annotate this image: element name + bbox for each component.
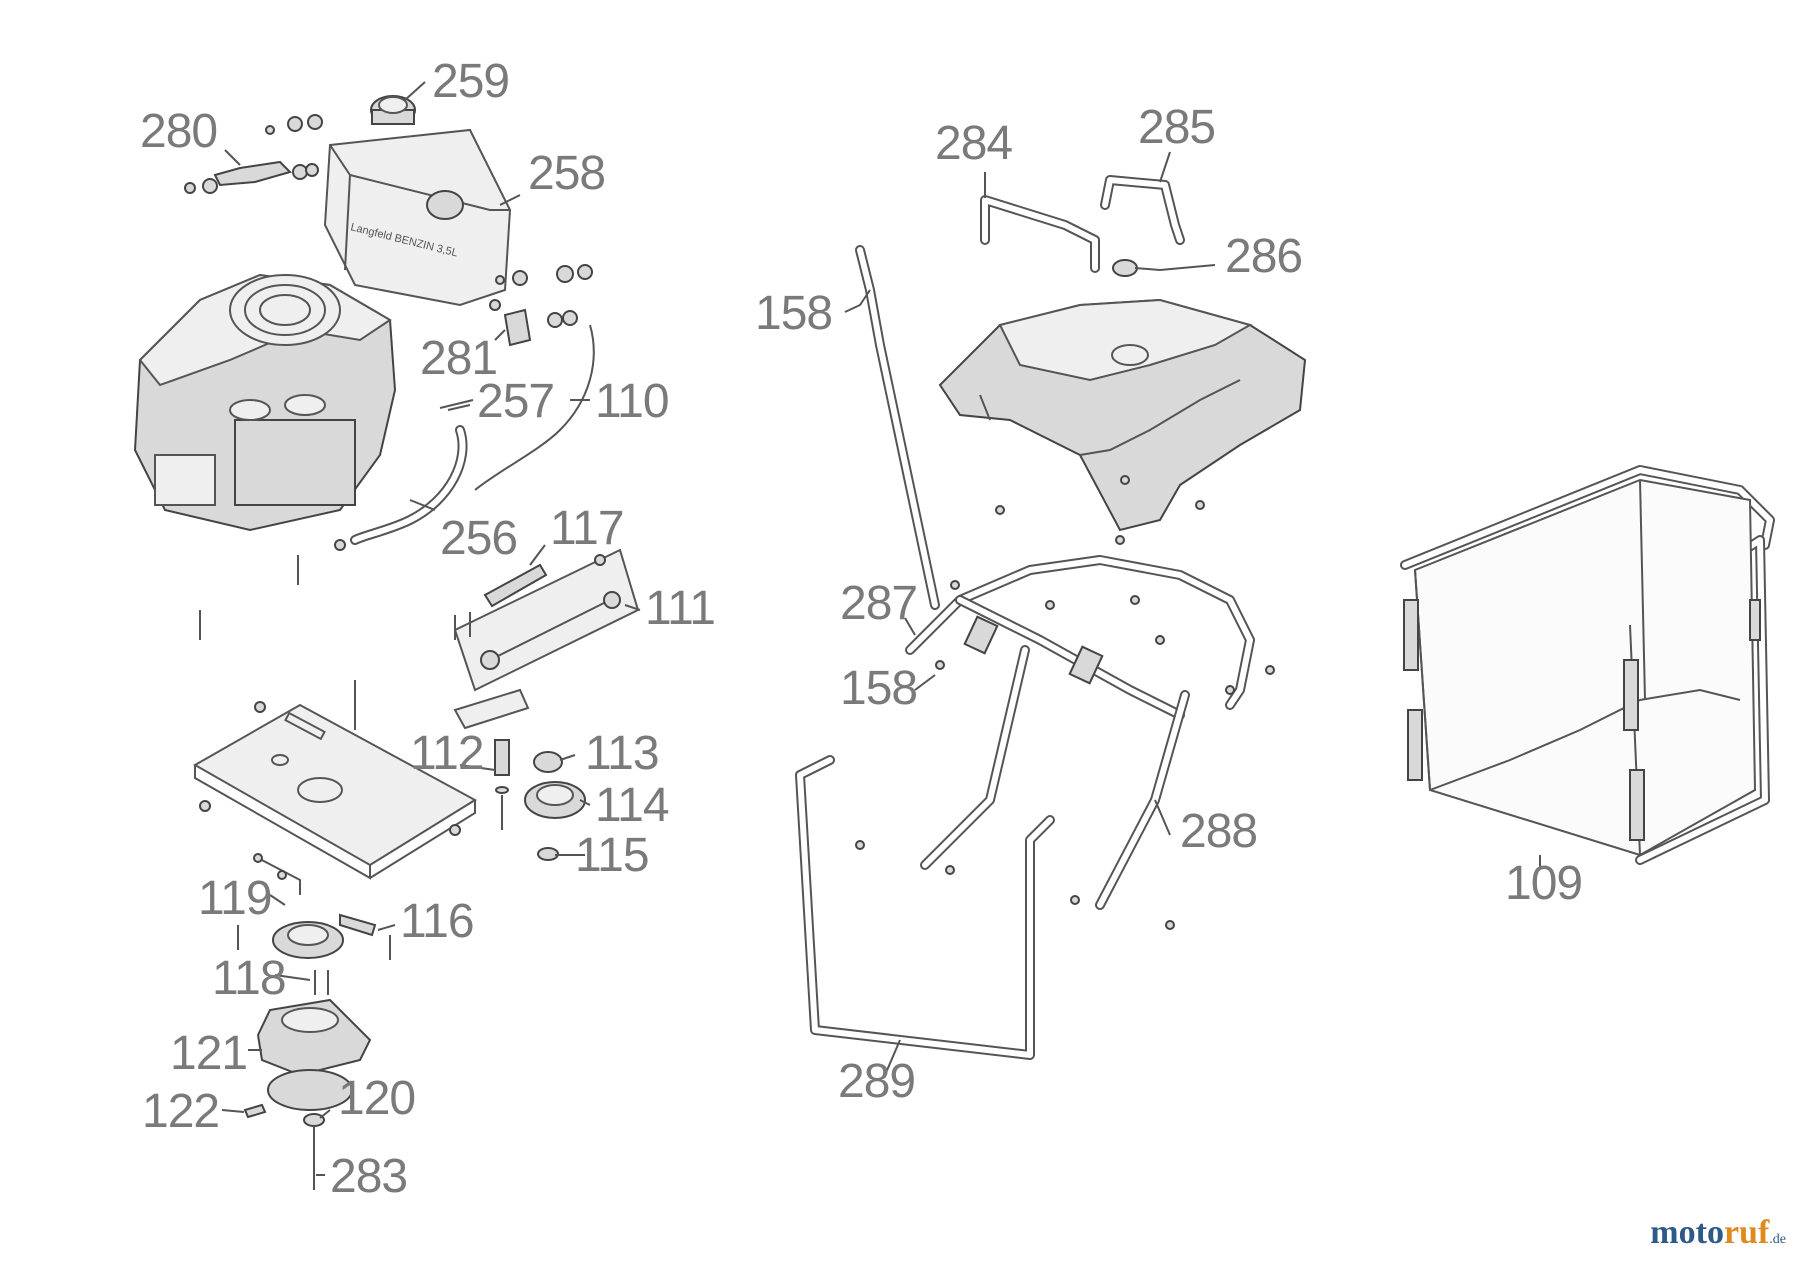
callout-280: 280 xyxy=(140,105,218,158)
callout-120: 120 xyxy=(338,1072,416,1125)
watermark-logo: motoruf.de xyxy=(1650,1214,1786,1251)
callout-286: 286 xyxy=(1225,230,1303,283)
callout-281: 281 xyxy=(420,332,498,385)
mounting-plate xyxy=(192,555,477,880)
callout-257: 257 xyxy=(477,375,555,428)
bottom-frame xyxy=(795,755,1055,1060)
callout-112: 112 xyxy=(410,727,485,780)
hood-handles xyxy=(980,175,1185,277)
tank-bracket xyxy=(184,114,593,286)
leader-lines xyxy=(221,81,1541,1176)
callout-115: 115 xyxy=(575,829,650,882)
callout-158-top: 158 xyxy=(755,287,833,340)
callout-116: 116 xyxy=(400,895,475,948)
callout-283: 283 xyxy=(330,1150,408,1203)
callout-121: 121 xyxy=(170,1027,248,1080)
engine xyxy=(133,273,397,532)
lift-rod xyxy=(855,245,940,610)
grass-bag xyxy=(1400,465,1775,865)
callout-256: 256 xyxy=(440,512,518,565)
callout-285: 285 xyxy=(1138,101,1216,154)
callout-117: 117 xyxy=(550,502,625,555)
callout-289: 289 xyxy=(838,1055,916,1108)
callout-284: 284 xyxy=(935,117,1013,170)
callout-111: 111 xyxy=(645,582,716,635)
clutch-group xyxy=(237,853,391,1190)
idler-arm xyxy=(453,548,640,692)
rear-frame xyxy=(905,555,1275,720)
callout-288: 288 xyxy=(1180,805,1258,858)
callout-118: 118 xyxy=(212,952,287,1005)
grass-hood xyxy=(938,298,1307,545)
callout-109: 109 xyxy=(1505,857,1583,910)
callout-114: 114 xyxy=(595,779,670,832)
callout-119: 119 xyxy=(198,872,273,925)
callout-259: 259 xyxy=(432,55,510,108)
callout-158-bottom: 158 xyxy=(840,662,918,715)
callout-113: 113 xyxy=(585,727,660,780)
callout-110: 110 xyxy=(595,375,670,428)
cable-and-hose xyxy=(334,299,595,551)
callout-258: 258 xyxy=(528,147,606,200)
fuel-cap xyxy=(370,95,416,125)
callout-287: 287 xyxy=(840,577,918,630)
callout-122: 122 xyxy=(142,1085,220,1138)
idler-pulley-group xyxy=(453,688,586,861)
fuel-tank: Langfeld BENZIN 3,5L xyxy=(323,128,512,307)
